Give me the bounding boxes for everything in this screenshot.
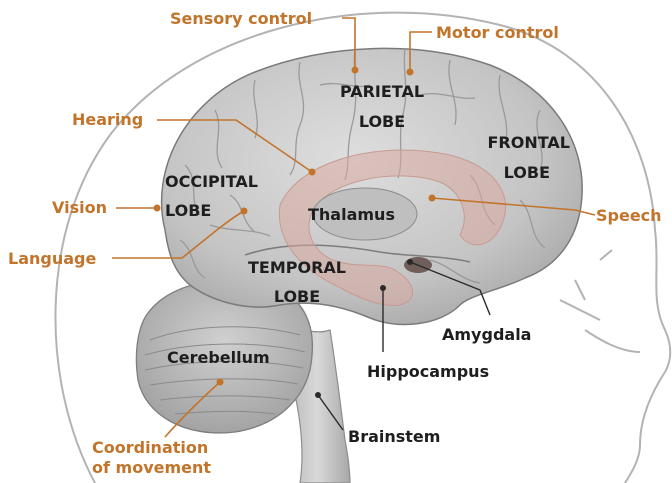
label-hippocampus: Hippocampus — [367, 362, 489, 381]
label-temporal-lobe-line2: LOBE — [238, 287, 356, 306]
label-parietal-lobe-line1: PARIETAL — [332, 82, 432, 101]
label-speech: Speech — [596, 206, 662, 225]
label-frontal-lobe-line2: LOBE — [450, 163, 550, 182]
label-occipital-lobe-line2: LOBE — [165, 201, 211, 220]
label-occipital-lobe-line1: OCCIPITAL — [165, 172, 258, 191]
label-hearing: Hearing — [72, 110, 143, 129]
label-sensory-control: Sensory control — [170, 9, 312, 28]
label-vision: Vision — [52, 198, 107, 217]
label-language: Language — [8, 249, 96, 268]
label-thalamus: Thalamus — [308, 205, 395, 224]
label-coordination-line1: Coordination — [92, 438, 208, 457]
label-frontal-lobe-line1: FRONTAL — [450, 133, 570, 152]
label-brainstem: Brainstem — [348, 427, 440, 446]
label-coordination-line2: of movement — [92, 458, 211, 477]
label-cerebellum: Cerebellum — [167, 348, 270, 367]
label-temporal-lobe-line1: TEMPORAL — [238, 258, 356, 277]
label-parietal-lobe-line2: LOBE — [332, 112, 432, 131]
label-motor-control: Motor control — [436, 23, 559, 42]
label-amygdala: Amygdala — [442, 325, 531, 344]
